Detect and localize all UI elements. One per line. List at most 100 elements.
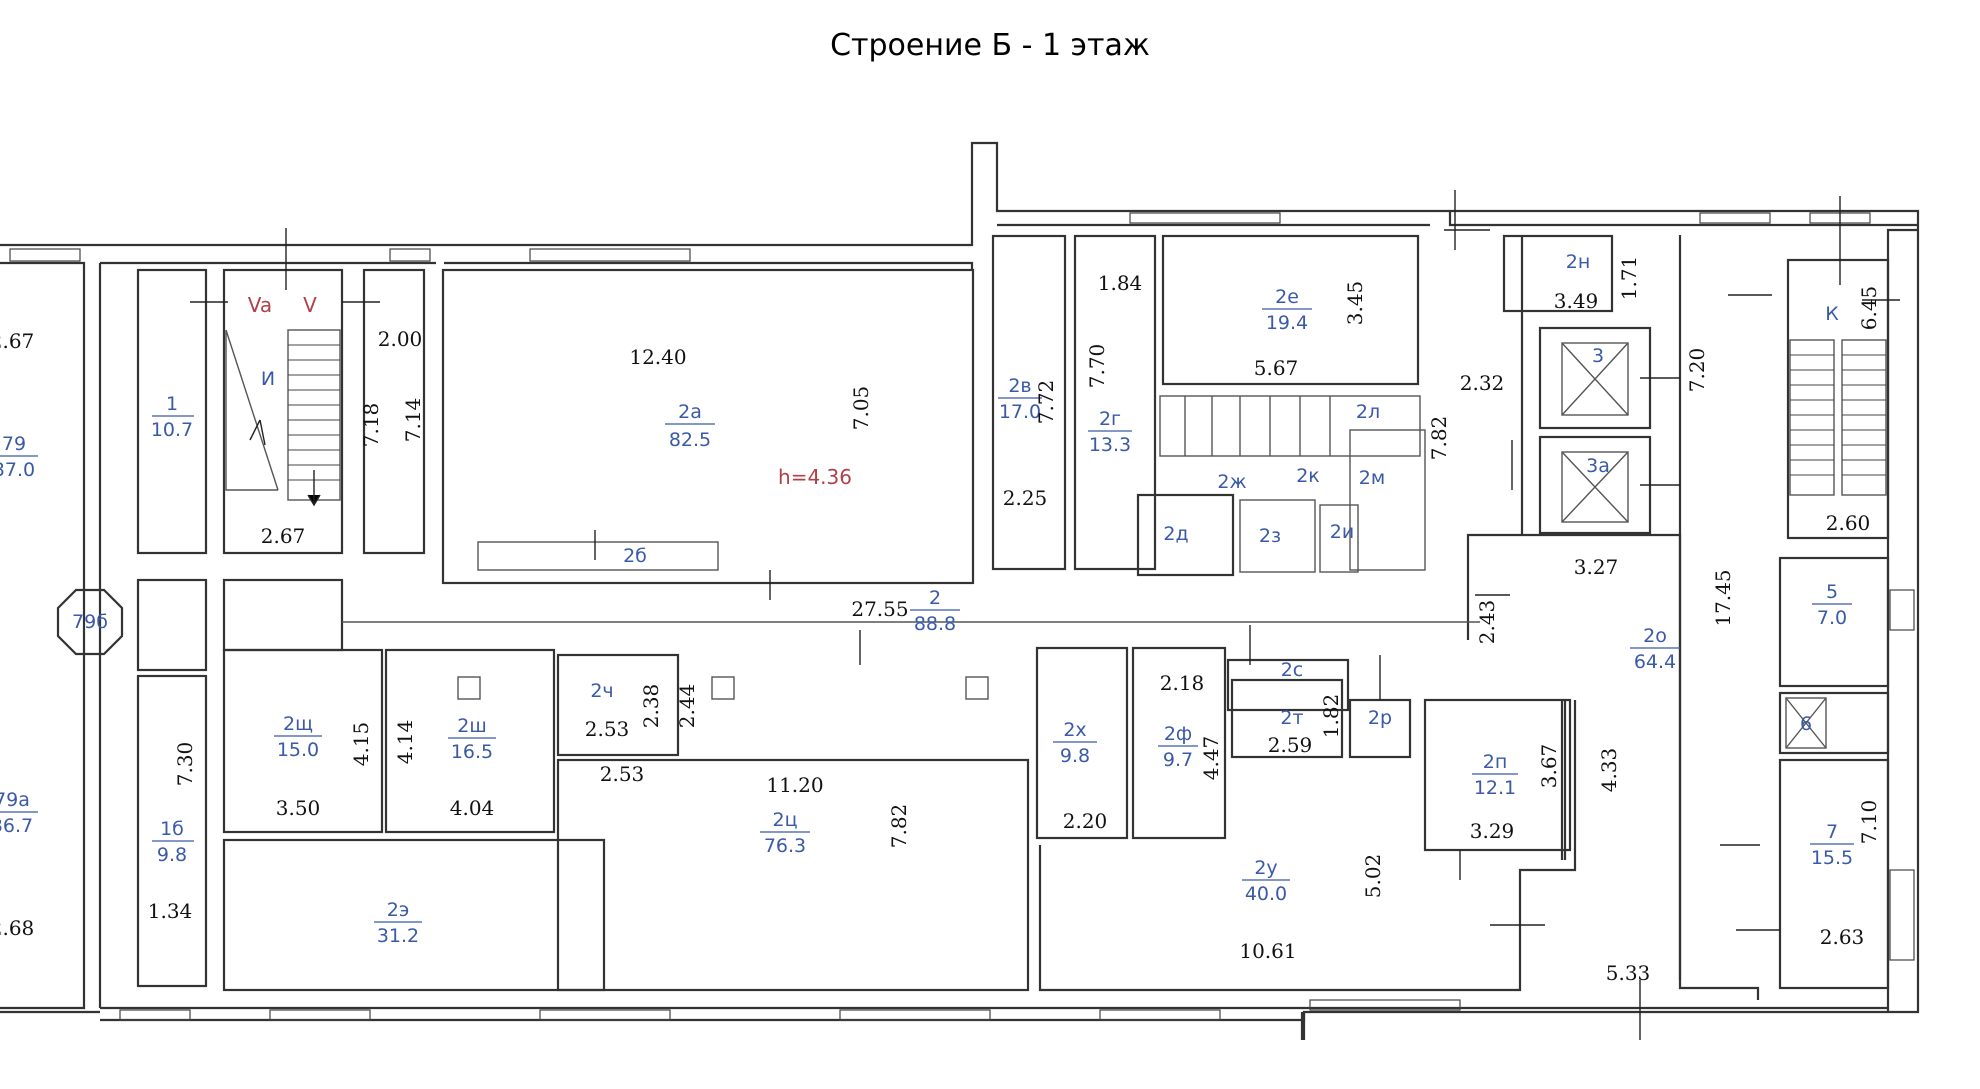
room-2r-code: 2р: [1368, 707, 1392, 729]
room-2sch-code: 2щ: [283, 713, 313, 735]
room-2d-code: 2д: [1163, 523, 1188, 545]
mark-v: V: [303, 293, 317, 317]
room-2m-code: 2м: [1359, 467, 1385, 489]
dim-5-33: 5.33: [1606, 961, 1651, 985]
dim-2-18: 2.18: [1160, 671, 1205, 695]
dim-2-68-left: 2.68: [0, 916, 34, 940]
dim-4-33: 4.33: [1597, 748, 1621, 793]
room-labels: 79 37.0 79а 36.7 79б 1 10.7 1б 9.8 И 2а …: [0, 251, 1854, 947]
room-3a-code: 3а: [1586, 455, 1610, 477]
dim-4-47: 4.47: [1199, 736, 1223, 781]
room-2a-code: 2а: [678, 401, 702, 423]
dim-7-10: 7.10: [1857, 800, 1881, 845]
room-2a-area: 82.5: [669, 429, 711, 451]
dim-17-45: 17.45: [1711, 569, 1735, 626]
red-marks: Va V h=4.36: [248, 293, 852, 489]
room-2b-code: 2б: [623, 545, 647, 567]
dim-2-43: 2.43: [1475, 600, 1499, 645]
dim-2-32: 2.32: [1460, 371, 1505, 395]
room-1-code: 1: [166, 393, 178, 415]
room-2e2-area: 31.2: [377, 925, 419, 947]
room-2e-code: 2е: [1275, 286, 1299, 308]
room-1b-area: 9.8: [157, 844, 187, 866]
interior-walls: [56, 234, 1890, 1000]
dim-2-60: 2.60: [1826, 511, 1871, 535]
room-2sh-code: 2ш: [457, 715, 486, 737]
dim-4-14: 4.14: [393, 720, 417, 765]
room-79b-code: 79б: [72, 611, 108, 633]
dim-7-14: 7.14: [401, 398, 425, 443]
room-79a-code: 79а: [0, 789, 30, 811]
stair-i-label: И: [261, 368, 275, 390]
dim-10-61: 10.61: [1239, 939, 1296, 963]
dim-2-63: 2.63: [1820, 925, 1865, 949]
room-79-area: 37.0: [0, 459, 35, 481]
room-2sch-area: 15.0: [277, 739, 319, 761]
room-5-code: 5: [1826, 581, 1838, 603]
room-1-area: 10.7: [151, 419, 193, 441]
room-2h-code: 2х: [1063, 719, 1086, 741]
dim-2-38: 2.38: [639, 684, 663, 729]
mark-va: Va: [248, 293, 272, 317]
room-2u-area: 40.0: [1245, 883, 1287, 905]
dim-7-72: 7.72: [1034, 380, 1058, 425]
room-2h-area: 9.8: [1060, 745, 1090, 767]
dim-7-82-b: 7.82: [887, 804, 911, 849]
room-2sh-area: 16.5: [451, 741, 493, 763]
height-mark: h=4.36: [778, 465, 852, 489]
room-2f-code: 2ф: [1164, 723, 1192, 745]
dim-11-20: 11.20: [766, 773, 823, 797]
room-2-code: 2: [929, 587, 941, 609]
room-2v-area: 17.0: [999, 401, 1041, 423]
dim-1-82: 1.82: [1319, 694, 1343, 739]
room-2o-code: 2о: [1643, 625, 1667, 647]
room-2g-area: 13.3: [1089, 434, 1131, 456]
room-7-area: 15.5: [1811, 847, 1853, 869]
dim-7-20: 7.20: [1685, 348, 1709, 393]
room-79a-area: 36.7: [0, 815, 33, 837]
stair-k-label: К: [1825, 303, 1839, 325]
dim-4-15: 4.15: [349, 722, 373, 767]
room-2n-code: 2н: [1566, 251, 1591, 273]
dim-2-44: 2.44: [675, 684, 699, 729]
dim-1-34: 1.34: [148, 899, 193, 923]
dim-2-00: 2.00: [378, 327, 423, 351]
dim-1-71: 1.71: [1617, 256, 1641, 301]
dim-2-59: 2.59: [1268, 733, 1313, 757]
dim-27-55: 27.55: [851, 597, 908, 621]
dim-7-05: 7.05: [849, 386, 873, 431]
room-2f-area: 9.7: [1163, 749, 1193, 771]
dim-1-84: 1.84: [1098, 271, 1143, 295]
dim-3-27: 3.27: [1574, 555, 1619, 579]
windows: [9, 212, 1915, 1021]
room-2u-code: 2у: [1254, 857, 1277, 879]
dim-7-82-a: 7.82: [1427, 416, 1451, 461]
room-2t-code: 2т: [1280, 707, 1303, 729]
dim-3-67: 3.67: [1537, 744, 1561, 789]
room-3-code: 3: [1592, 345, 1604, 367]
dim-3-49: 3.49: [1554, 289, 1599, 313]
room-2z-code: 2з: [1259, 525, 1281, 547]
room-7-code: 7: [1826, 821, 1838, 843]
room-2o-area: 64.4: [1634, 651, 1676, 673]
dim-3-50: 3.50: [276, 796, 321, 820]
room-2g-code: 2г: [1099, 408, 1121, 430]
axis-ticks: [190, 190, 1900, 1040]
room-2-area: 88.8: [914, 613, 956, 635]
room-6-code: 6: [1800, 713, 1812, 735]
plan-title: Строение Б - 1 этаж: [830, 28, 1150, 63]
dim-2-20: 2.20: [1063, 809, 1108, 833]
room-2zh-code: 2ж: [1217, 471, 1246, 493]
dim-7-30: 7.30: [173, 742, 197, 787]
dim-6-45: 6.45: [1857, 286, 1881, 331]
room-2c-area: 76.3: [764, 835, 806, 857]
room-2i-code: 2и: [1330, 521, 1354, 543]
dim-7-18: 7.18: [359, 403, 383, 448]
room-2c-code: 2ц: [772, 809, 797, 831]
dim-2-53-b: 2.53: [600, 762, 645, 786]
dim-12-40: 12.40: [629, 345, 686, 369]
room-2p-code: 2п: [1483, 751, 1508, 773]
room-2e-area: 19.4: [1266, 312, 1308, 334]
room-79-code: 79: [2, 433, 26, 455]
